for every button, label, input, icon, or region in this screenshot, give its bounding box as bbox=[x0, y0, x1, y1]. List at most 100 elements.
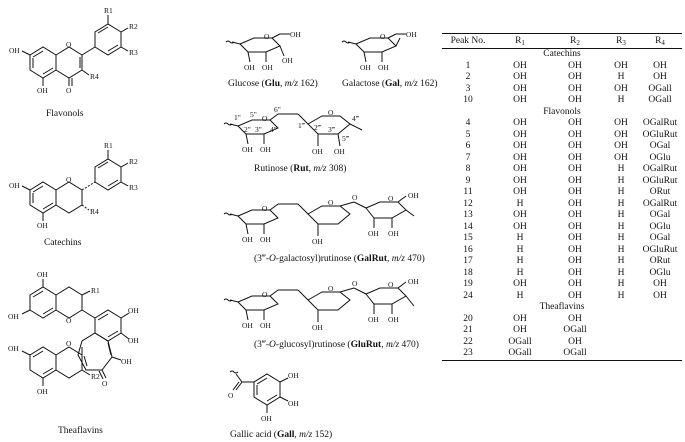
substituent-cell: OH bbox=[568, 221, 582, 232]
hydroxyl-label: OH bbox=[368, 315, 379, 324]
column-header: R3 bbox=[616, 35, 626, 47]
substituent-cell: OH bbox=[568, 164, 582, 175]
r2-label: R2 bbox=[129, 157, 138, 166]
caption-galactose-name: Galactose ( bbox=[342, 79, 385, 89]
column-header: R1 bbox=[515, 35, 525, 47]
substituent-cell: OH bbox=[513, 313, 527, 324]
hydroxyl-label: OH bbox=[8, 344, 19, 353]
substituent-cell: OH bbox=[653, 60, 667, 71]
substituent-cell: OGalRut bbox=[642, 118, 678, 129]
substituent-cell: H bbox=[617, 95, 625, 106]
carbonyl-oxygen: O bbox=[66, 86, 72, 95]
carbonyl-oxygen: O bbox=[102, 379, 108, 388]
substituent-cell: H bbox=[617, 198, 625, 209]
substituent-cell: H bbox=[617, 187, 625, 198]
caption-galrut-sep: , bbox=[387, 254, 392, 264]
peak-number-cell: 3 bbox=[465, 83, 471, 94]
peak-number-cell: 22 bbox=[463, 336, 473, 347]
hydroxyl-label: OH bbox=[260, 235, 271, 244]
ring-oxygen: O bbox=[388, 280, 394, 289]
caption-glurut-name: -glucosyl)rutinose ( bbox=[275, 340, 351, 350]
hydroxyl-label: OH bbox=[388, 229, 399, 238]
hydroxyl-label: OH bbox=[242, 321, 253, 330]
substituent-cell: OH bbox=[614, 60, 628, 71]
locant: 6" bbox=[274, 105, 281, 114]
substituent-cell: OH bbox=[568, 233, 582, 244]
substituent-cell bbox=[604, 337, 638, 349]
hydroxyl-label: OH bbox=[312, 323, 323, 332]
substituent-cell: OH bbox=[568, 118, 582, 129]
substituent-cell: OH bbox=[513, 210, 527, 221]
substituent-cell: OH bbox=[568, 83, 582, 94]
peak-number-cell: 2 bbox=[465, 72, 471, 83]
substituent-cell: H bbox=[617, 233, 625, 244]
r3-label: R3 bbox=[129, 48, 138, 57]
hydroxyl-label: OH bbox=[242, 235, 253, 244]
substituent-cell: OH bbox=[513, 325, 527, 336]
locant: 4‴ bbox=[352, 114, 360, 123]
substituent-cell: OH bbox=[614, 83, 628, 94]
caption-gallic-acid: Gallic acid (Gall, m/z 152) bbox=[230, 430, 332, 440]
r1-label: R1 bbox=[91, 286, 100, 295]
caption-glurut-pre: (3‴- bbox=[254, 340, 270, 350]
substituent-cell: OGlu bbox=[649, 221, 671, 232]
peak-number-cell: 10 bbox=[463, 95, 473, 106]
hydroxyl-label: OH bbox=[408, 191, 419, 200]
substituent-cell bbox=[604, 325, 638, 337]
substituent-cell: ORut bbox=[649, 187, 671, 198]
substituent-cell: OH bbox=[513, 72, 527, 83]
substituent-cell: OGall bbox=[648, 95, 672, 106]
peak-number-cell: 9 bbox=[465, 175, 471, 186]
locant: 2‴ bbox=[314, 123, 322, 132]
hydroxyl-label: OH bbox=[282, 56, 293, 65]
hydroxyl-label: OH bbox=[312, 147, 323, 156]
substituent-cell: OH bbox=[513, 279, 527, 290]
substituent-cell: OH bbox=[653, 290, 667, 301]
peak-number-cell: 20 bbox=[463, 313, 473, 324]
group-row: Flavonols bbox=[442, 107, 682, 119]
column-header: R4 bbox=[655, 35, 665, 47]
column-header: R2 bbox=[570, 35, 580, 47]
glycosidic-oxygen: O bbox=[352, 193, 358, 202]
group-label: Flavonols bbox=[543, 106, 581, 117]
substituent-cell: OH bbox=[568, 72, 582, 83]
substituent-cell: OH bbox=[568, 187, 582, 198]
caption-glurut-sep: , bbox=[381, 340, 386, 350]
caption-galrut-val: 470) bbox=[404, 254, 425, 264]
hydroxyl-label: OH bbox=[242, 145, 253, 154]
substituent-cell: OGall bbox=[508, 348, 532, 359]
substituent-cell: H bbox=[617, 290, 625, 301]
substituent-cell: OH bbox=[568, 129, 582, 140]
substituent-cell: H bbox=[617, 210, 625, 221]
peak-number-cell: 14 bbox=[463, 221, 473, 232]
r4-label: R4 bbox=[90, 207, 99, 216]
peak-number-cell: 17 bbox=[463, 256, 473, 267]
ring-oxygen: O bbox=[66, 175, 72, 184]
peak-number-cell: 5 bbox=[465, 129, 471, 140]
substituent-cell: OH bbox=[568, 256, 582, 267]
glycosidic-oxygen: O bbox=[352, 279, 358, 288]
substituent-cell: OGluRut bbox=[642, 129, 678, 140]
hydroxyl-label: OH bbox=[288, 399, 299, 408]
r3-label: R3 bbox=[129, 183, 138, 192]
caption-rutinose-sep: , bbox=[308, 164, 314, 174]
catechins-structure: O R1 R2 R3 R4 OH OH bbox=[9, 141, 138, 230]
locant: 2" bbox=[244, 125, 251, 134]
caption-glucose-val: 162) bbox=[297, 79, 318, 89]
caption-galactose-val: 162) bbox=[417, 79, 438, 89]
caption-galrut-mz: m/z bbox=[391, 254, 405, 264]
galactosyl-rutinose-structure: O O O O OH OH OH OH OH OH bbox=[223, 191, 419, 246]
locant: 3" bbox=[255, 125, 262, 134]
